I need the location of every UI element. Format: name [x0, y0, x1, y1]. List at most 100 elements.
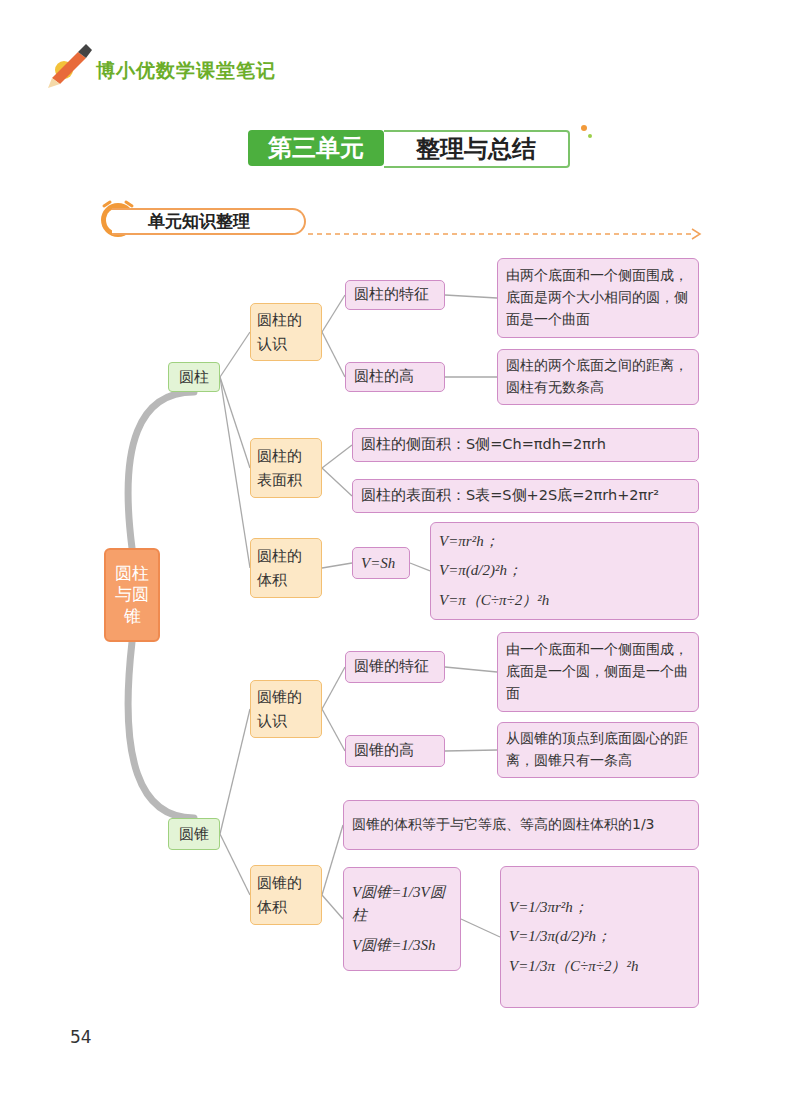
root-topic: 圆柱与圆锥	[104, 548, 160, 642]
connector-line	[445, 750, 497, 751]
connector	[128, 392, 194, 548]
connector	[322, 895, 343, 919]
branch-box: 圆柱	[168, 362, 220, 392]
connector-line	[322, 295, 345, 332]
formula-text: V=Sh	[361, 552, 395, 575]
node-text: 圆锥的认识	[257, 685, 315, 733]
formula-box: 圆柱的表面积：S表=S侧+2S底=2πrh+2πr²	[352, 479, 699, 513]
node-text: 圆柱的认识	[257, 308, 315, 356]
formula-box: V圆锥=1/3V圆柱 V圆锥=1/3Sh	[343, 867, 461, 971]
connector	[322, 563, 352, 568]
formula-box: V=Sh	[352, 547, 410, 579]
pencil-icon	[48, 44, 92, 88]
dashed-rule	[308, 233, 694, 235]
category-box: 圆锥的认识	[250, 680, 322, 738]
node-text: 圆柱的两个底面之间的距离，圆柱有无数条高	[506, 355, 690, 398]
connector-line	[322, 468, 352, 496]
connector	[322, 332, 345, 377]
connector-line	[445, 376, 497, 377]
node-text: 圆锥的体积	[257, 871, 315, 919]
node-text: 圆锥的体积等于与它等底、等高的圆柱体积的1/3	[352, 814, 655, 836]
category-box: 圆柱的表面积	[250, 438, 322, 498]
connector	[322, 445, 352, 468]
connector-line	[322, 895, 343, 919]
connector	[128, 642, 194, 818]
connector	[220, 332, 250, 377]
category-box: 圆柱的认识	[250, 303, 322, 361]
connector-line	[220, 709, 250, 834]
sparkle	[588, 134, 592, 138]
connector-line	[322, 709, 345, 751]
category-box: 圆柱的体积	[250, 538, 322, 598]
formula-box: 圆柱的侧面积：S侧=Ch=πdh=2πrh	[352, 428, 699, 462]
node-text: 第三单元	[268, 132, 364, 164]
connector-line	[322, 563, 352, 568]
connector	[445, 295, 497, 298]
note-box: 从圆锥的顶点到底面圆心的距离，圆锥只有一条高	[497, 722, 699, 778]
node-text: 圆柱的侧面积：S侧=Ch=πdh=2πrh	[361, 434, 606, 456]
node-text: 由两个底面和一个侧面围成，底面是两个大小相同的圆，侧面是一个曲面	[506, 265, 690, 330]
page-number: 54	[70, 1027, 92, 1047]
node-text: 圆柱与圆锥	[114, 563, 150, 627]
connector	[322, 709, 345, 751]
item-box: 圆柱的特征	[345, 280, 445, 310]
connector	[220, 377, 250, 468]
unit-title: 整理与总结	[384, 130, 570, 168]
connector-line	[410, 563, 430, 571]
node-text: 圆柱的表面积	[257, 444, 315, 492]
node-text: 圆柱的表面积：S表=S侧+2S底=2πrh+2πr²	[361, 485, 659, 507]
note-box: 圆柱的两个底面之间的距离，圆柱有无数条高	[497, 349, 699, 405]
node-text: 圆锥	[179, 825, 209, 844]
note-box: 由两个底面和一个侧面围成，底面是两个大小相同的圆，侧面是一个曲面	[497, 258, 699, 338]
connector	[220, 377, 250, 568]
formula-text: V=π(d/2)²h；	[439, 559, 522, 582]
connector-line	[322, 825, 343, 895]
node-text: 圆柱的特征	[354, 284, 429, 306]
connector	[445, 377, 497, 378]
connector-line	[445, 667, 497, 672]
node-text: 单元知识整理	[148, 210, 250, 233]
formula-list: V=πr²h；V=π(d/2)²h；V=π（C÷π÷2）²h	[430, 522, 699, 620]
connector-line	[220, 377, 250, 568]
connector	[322, 825, 343, 895]
node-text: 圆锥的特征	[354, 656, 429, 678]
node-text: 从圆锥的顶点到底面圆心的距离，圆锥只有一条高	[506, 728, 690, 771]
connector-line	[322, 445, 352, 468]
formula-text: V=1/3π(d/2)²h；	[509, 925, 611, 948]
connector	[410, 563, 430, 571]
connector	[322, 295, 345, 332]
connector-line	[220, 834, 250, 895]
node-text: 圆柱	[179, 368, 209, 387]
connector-line	[461, 919, 500, 937]
category-box: 圆锥的体积	[250, 865, 322, 925]
formula-text: V=πr²h；	[439, 530, 499, 553]
sparkle	[581, 125, 587, 131]
connector-line	[220, 377, 250, 468]
connector	[445, 750, 497, 751]
connector-line	[128, 392, 194, 548]
branch-box: 圆锥	[168, 818, 220, 850]
unit-tag: 第三单元	[248, 130, 384, 166]
node-text: 整理与总结	[416, 133, 536, 165]
formula-text: V=1/3π（C÷π÷2）²h	[509, 955, 638, 978]
connector	[445, 667, 497, 672]
connector-line	[445, 295, 497, 298]
item-box: 圆锥的高	[345, 735, 445, 767]
formula-list: V=1/3πr²h；V=1/3π(d/2)²h；V=1/3π（C÷π÷2）²h	[500, 866, 699, 1008]
formula-text: V圆锥=1/3Sh	[352, 934, 435, 957]
connector-line	[322, 667, 345, 709]
formula-text: V圆锥=1/3V圆柱	[352, 881, 452, 928]
connector-line	[322, 332, 345, 377]
connector-line	[128, 642, 194, 818]
node-text: 圆柱的体积	[257, 544, 315, 592]
connector-line	[220, 332, 250, 377]
node-text: 圆柱的高	[354, 366, 414, 388]
connector	[322, 667, 345, 709]
node-text: 由一个底面和一个侧面围成，底面是一个圆，侧面是一个曲面	[506, 639, 690, 704]
item-box: 圆锥的特征	[345, 651, 445, 683]
section-banner: 单元知识整理	[112, 208, 306, 235]
connector	[322, 468, 352, 496]
note-box: 由一个底面和一个侧面围成，底面是一个圆，侧面是一个曲面	[497, 632, 699, 712]
node-text: 圆锥的高	[354, 740, 414, 762]
dashed-rule-head	[692, 229, 700, 239]
